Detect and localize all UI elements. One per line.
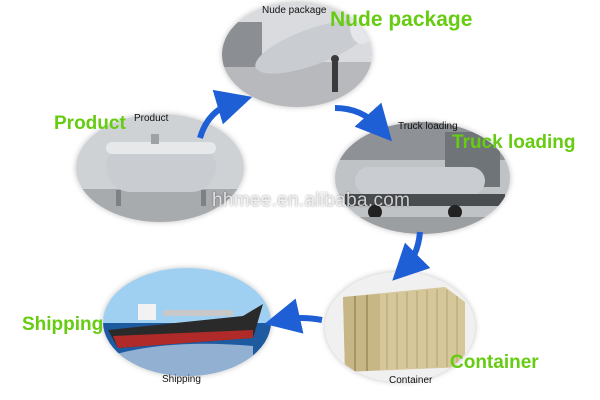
curved-arrow-icon: [334, 102, 393, 142]
curved-arrow-icon: [392, 231, 431, 281]
shipping-label: Shipping: [22, 314, 104, 335]
nude-package-photo: [222, 2, 372, 107]
shipping-caption: Shipping: [162, 374, 201, 385]
product-caption: Product: [134, 113, 169, 124]
curved-arrow-icon: [197, 89, 253, 139]
container-caption: Container: [389, 375, 433, 386]
watermark: hhmee.en.alibaba.com: [212, 190, 411, 211]
shipping-photo: [103, 268, 271, 376]
container-photo: [325, 272, 475, 382]
product-label: Product: [54, 113, 126, 134]
nude-package-caption: Nude package: [262, 5, 327, 16]
nude-package-label: Nude package: [330, 8, 473, 31]
truck-loading-label: Truck loading: [452, 132, 576, 153]
curved-arrow-icon: [264, 298, 323, 334]
container-label: Container: [450, 352, 539, 373]
product-photo: [76, 114, 244, 222]
truck-loading-caption: Truck loading: [398, 121, 458, 132]
